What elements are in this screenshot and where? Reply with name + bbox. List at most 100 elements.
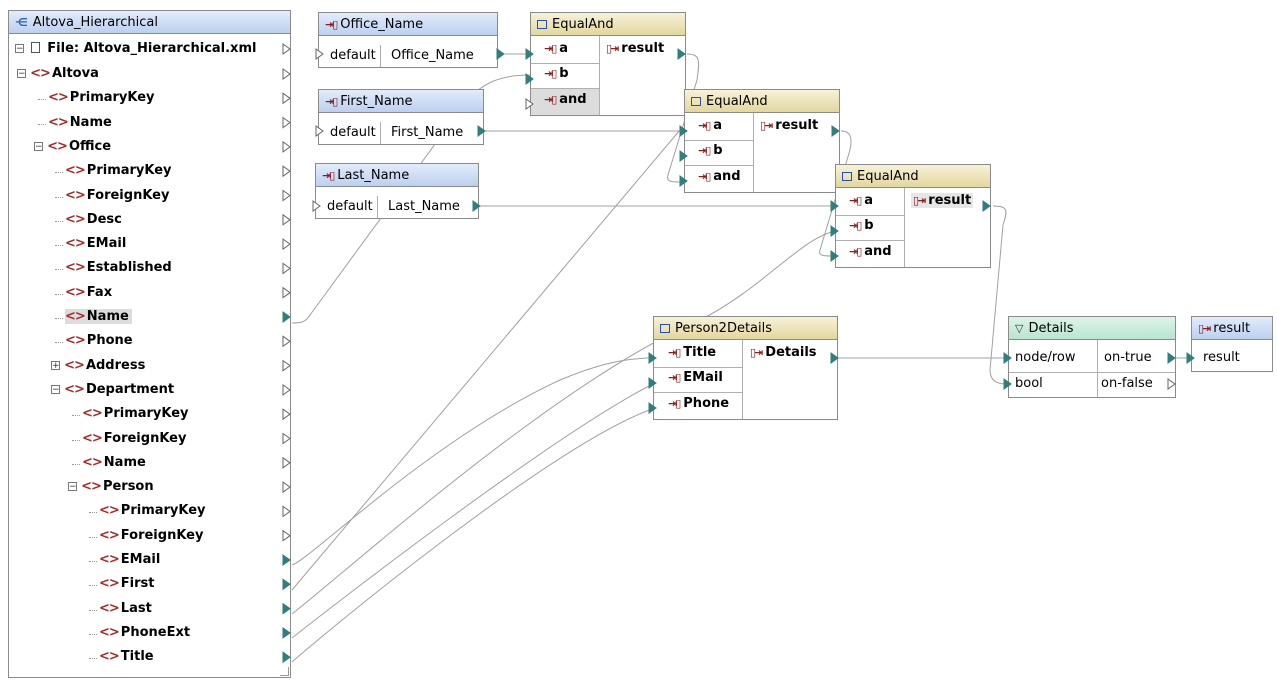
collapse-icon[interactable]: −	[15, 44, 24, 54]
node-label: Last	[120, 600, 152, 616]
param-b[interactable]: ⇥▯b	[544, 66, 569, 81]
output-component[interactable]: ▯⇥ result result	[1191, 316, 1273, 372]
output-result[interactable]: ▯⇥result	[606, 41, 665, 56]
filter-component[interactable]: ▽ Details node/row bool on-true on-false	[1008, 316, 1176, 398]
tree-node[interactable]: − <>Department	[51, 382, 174, 397]
tree-node[interactable]: − <>Office	[34, 139, 111, 154]
filter-input-node-row[interactable]: node/row	[1015, 350, 1076, 365]
filter-output-on-true[interactable]: on-true	[1104, 350, 1152, 365]
tree-guide	[55, 172, 63, 174]
tree-node[interactable]: <>Name	[82, 455, 146, 470]
function-title: EqualAnd	[706, 93, 768, 109]
tree-node[interactable]: + <>Address	[51, 358, 145, 373]
person2details-component[interactable]: Person2Details ⇥▯Title ⇥▯EMail ⇥▯Phone ▯…	[653, 316, 838, 420]
tree-node[interactable]: <>Phone	[65, 333, 133, 348]
hierarchy-icon: ⋲	[15, 15, 28, 29]
tree-node[interactable]: <>EMail	[99, 552, 160, 567]
tree-guide	[89, 512, 97, 514]
node-label: ForeignKey	[120, 527, 204, 543]
equaland-3[interactable]: EqualAnd⇥▯a⇥▯b⇥▯and▯⇥result	[835, 164, 991, 268]
tree-node[interactable]: <>Name	[48, 115, 112, 130]
collapse-icon[interactable]: −	[51, 384, 60, 395]
tree-node[interactable]: <>First	[99, 576, 155, 591]
element-icon: <>	[99, 649, 120, 665]
output-details[interactable]: ▯⇥Details	[750, 345, 817, 360]
tree-node[interactable]: − <>Altova	[17, 66, 99, 81]
tree-guide	[89, 658, 97, 660]
tree-guide	[55, 220, 63, 222]
tree-node[interactable]: <>Last	[99, 601, 152, 616]
input-output-port[interactable]	[496, 48, 505, 60]
tree-node[interactable]: <>PhoneExt	[99, 625, 190, 640]
function-title: Person2Details	[675, 320, 773, 336]
filter-input-bool[interactable]: bool	[1015, 376, 1043, 391]
input-icon: ⇥▯	[325, 17, 338, 31]
resize-grip-icon[interactable]	[280, 667, 289, 676]
collapse-icon[interactable]: −	[34, 141, 43, 152]
input-value: Office_Name	[391, 48, 474, 63]
file-row[interactable]: − File: Altova_Hierarchical.xml	[15, 41, 256, 56]
output-item[interactable]: result	[1203, 350, 1240, 365]
tree-guide	[38, 123, 46, 125]
tree-node[interactable]: <>PrimaryKey	[65, 163, 172, 178]
node-label: Established	[86, 260, 172, 276]
input-title: Last_Name	[337, 167, 410, 183]
filter-title: Details	[1028, 320, 1074, 336]
param-a[interactable]: ⇥▯a	[544, 41, 569, 56]
tree-node[interactable]: <>PrimaryKey	[82, 406, 189, 421]
tree-node[interactable]: <>ForeignKey	[82, 431, 186, 446]
input-first-name[interactable]: ⇥▯First_Name default First_Name	[318, 89, 484, 145]
tree-guide	[38, 99, 46, 101]
param-email[interactable]: ⇥▯EMail	[668, 370, 723, 385]
param-and[interactable]: ⇥▯and	[698, 169, 741, 184]
output-result[interactable]: ▯⇥result	[911, 193, 974, 208]
param-and[interactable]: ⇥▯and	[849, 244, 892, 259]
param-and[interactable]: ⇥▯and	[544, 92, 587, 107]
param-a[interactable]: ⇥▯a	[849, 193, 874, 208]
tree-node[interactable]: <>Title	[99, 649, 154, 664]
collapse-icon[interactable]: −	[17, 69, 26, 79]
tree-node[interactable]: <>ForeignKey	[65, 188, 169, 203]
output-result[interactable]: ▯⇥result	[760, 118, 819, 133]
function-icon	[660, 323, 670, 333]
source-component[interactable]: ⋲ Altova_Hierarchical − File: Altova_Hie…	[8, 10, 291, 678]
file-label: File: Altova_Hierarchical.xml	[47, 41, 257, 56]
input-title: Office_Name	[340, 16, 424, 32]
element-icon: <>	[82, 454, 103, 470]
param-phone[interactable]: ⇥▯Phone	[668, 396, 730, 411]
tree-node[interactable]: − <>Person	[68, 479, 154, 494]
equaland-2[interactable]: EqualAnd ⇥▯a ⇥▯b ⇥▯and ▯⇥result	[684, 89, 840, 193]
tree-node[interactable]: <>PrimaryKey	[48, 90, 155, 105]
element-icon: <>	[65, 187, 86, 203]
collapse-icon[interactable]: −	[68, 482, 77, 493]
default-label: default	[326, 122, 381, 144]
node-label: EMail	[86, 236, 127, 252]
tree-guide	[72, 439, 80, 441]
filter-output-on-false[interactable]: on-false	[1101, 376, 1153, 391]
source-header[interactable]: ⋲ Altova_Hierarchical	[9, 11, 290, 34]
param-b[interactable]: ⇥▯b	[849, 218, 874, 233]
input-last-name[interactable]: ⇥▯Last_Name default Last_Name	[315, 163, 479, 219]
tree-node[interactable]: <>ForeignKey	[99, 528, 203, 543]
tree-guide	[55, 342, 63, 344]
equaland-1[interactable]: EqualAnd⇥▯a⇥▯b⇥▯and▯⇥result	[530, 12, 686, 116]
tree-node[interactable]: <>Name	[65, 309, 132, 324]
tree-node[interactable]: <>Fax	[65, 285, 112, 300]
element-icon: <>	[65, 309, 86, 324]
node-label: Name	[86, 309, 129, 324]
node-label: ForeignKey	[86, 187, 170, 203]
element-icon: <>	[82, 430, 103, 446]
element-icon: <>	[99, 624, 120, 640]
tree-node[interactable]: <>Established	[65, 260, 172, 275]
param-b[interactable]: ⇥▯b	[698, 143, 723, 158]
expand-icon[interactable]: +	[51, 360, 60, 371]
param-a[interactable]: ⇥▯a	[698, 118, 723, 133]
element-icon: <>	[65, 211, 86, 227]
tree-node[interactable]: <>EMail	[65, 236, 126, 251]
tree-node[interactable]: <>PrimaryKey	[99, 503, 206, 518]
input-office-name[interactable]: ⇥▯Office_Name default Office_Name	[318, 12, 498, 68]
param-title[interactable]: ⇥▯Title	[668, 345, 717, 360]
tree-node[interactable]: <>Desc	[65, 212, 122, 227]
node-label: ForeignKey	[103, 430, 187, 446]
output-title: result	[1213, 320, 1251, 336]
